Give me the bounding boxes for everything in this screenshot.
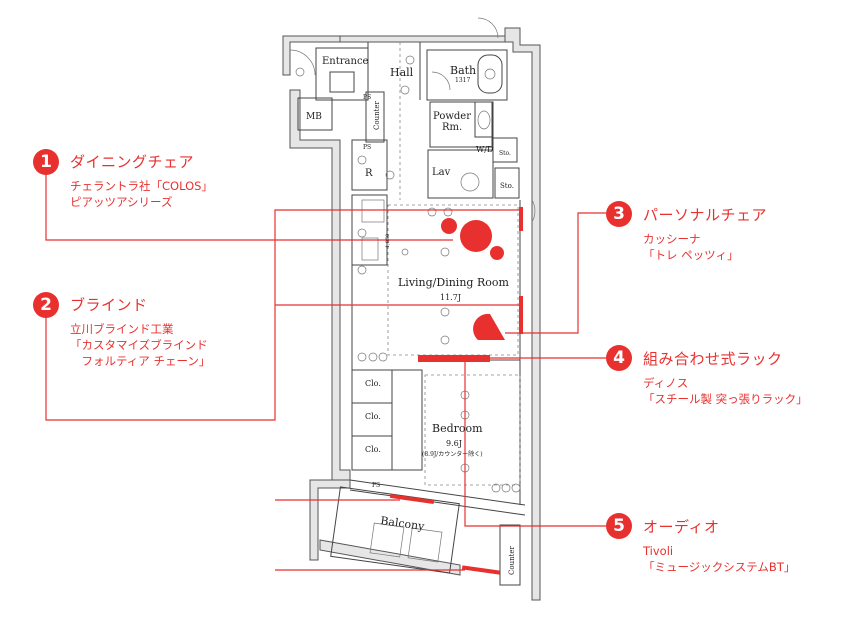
leader-1: [45, 168, 453, 241]
mb-box: [297, 97, 333, 131]
label-counter-2: Counter: [508, 545, 516, 575]
lav-box: [427, 149, 494, 199]
label-closet-1: Clo.: [365, 379, 381, 388]
wall-balcony-slab: [319, 539, 461, 576]
bath-box: [426, 49, 508, 101]
counter-box: [365, 91, 385, 143]
label-bath-size: 1317: [455, 77, 470, 84]
label-r: R: [365, 168, 373, 179]
label-powder-rm: Rm.: [442, 122, 462, 133]
fridge-box: [351, 139, 388, 191]
powder-room: [429, 101, 493, 148]
blind-mark-1: [519, 207, 523, 231]
callout-3-badge: 3: [606, 201, 632, 227]
blind-mark-2: [519, 296, 523, 334]
callout-3-title: パーソナルチェア: [643, 206, 768, 224]
outer-walls: [282, 27, 541, 601]
highlighted-items: [389, 207, 523, 575]
label-bedroom-size: 9.6J: [446, 439, 462, 448]
kitchen-box: [351, 194, 388, 266]
stove: [361, 199, 385, 223]
callout-1-title: ダイニングチェア: [70, 153, 195, 171]
leader-3: [505, 212, 606, 334]
label-sto-1: Sto.: [499, 150, 511, 157]
callout-1-badge: 1: [33, 149, 59, 175]
wall-left: [289, 89, 351, 481]
label-dimension: 1,850: [385, 234, 391, 248]
shoe-box: [329, 71, 355, 93]
dining-chair-mark-1: [441, 218, 457, 234]
label-wd: W/D: [476, 145, 493, 154]
blind-mark-3: [389, 493, 435, 505]
label-counter-1: Counter: [373, 100, 381, 130]
desk-block: [391, 369, 423, 471]
label-bath: Bath: [450, 64, 476, 77]
callout-1-desc: チェラントラ社「COLOS」 ピアッツアシリーズ: [70, 179, 213, 209]
label-bedroom-note: (8.9J/カウンター除く): [422, 450, 483, 458]
dining-chair-mark-2: [460, 220, 492, 252]
bedroom-area-outline: [424, 374, 521, 486]
label-sto-2: Sto.: [500, 182, 514, 190]
callout-4-badge: 4: [606, 345, 632, 371]
label-ps-3: PS: [372, 482, 380, 489]
callout-4-title: 組み合わせ式ラック: [643, 350, 783, 368]
callout-2-title: ブラインド: [70, 296, 148, 314]
callout-5-badge: 5: [606, 513, 632, 539]
label-powder: Powder: [433, 111, 471, 122]
label-balcony: Balcony: [380, 514, 426, 533]
label-ps-1: PS: [363, 94, 371, 101]
rack-mark: [418, 355, 490, 362]
callout-3-desc: カッシーナ 「トレ ペッツィ」: [643, 232, 739, 262]
label-entrance: Entrance: [322, 56, 369, 67]
label-closet-2: Clo.: [365, 412, 381, 421]
personal-chair-mark: [473, 313, 505, 340]
callout-2-badge: 2: [33, 292, 59, 318]
bathtub: [477, 54, 503, 94]
leader-5: [464, 362, 606, 527]
label-mb: MB: [306, 112, 322, 122]
sto-box: [494, 167, 520, 199]
room-labels: Entrance Hall Bath 1317 MB PS PS PS Coun…: [306, 56, 516, 575]
label-ps-2: PS: [363, 144, 371, 151]
label-bedroom: Bedroom: [432, 422, 483, 435]
leader-2: [45, 209, 520, 421]
wall-top: [339, 35, 506, 43]
label-hall: Hall: [390, 66, 414, 79]
callout-2-desc: 立川ブラインド工業 「カスタマイズブラインド フォルティア チェーン」: [70, 322, 211, 368]
label-living: Living/Dining Room: [398, 276, 509, 289]
callout-4-desc: ディノス 「スチール製 突っ張りラック」: [643, 376, 808, 406]
callout-5-desc: Tivoli 「ミュージックシステムBT」: [643, 544, 796, 574]
counter-box-2: [499, 524, 521, 586]
blind-mark-4: [461, 565, 501, 575]
dining-chair-mark-3: [490, 246, 504, 260]
wall-right: [504, 27, 541, 601]
sink: [361, 237, 379, 261]
toilet-box: [474, 101, 494, 138]
callout-5-title: オーディオ: [643, 518, 720, 536]
label-lav: Lav: [432, 167, 451, 178]
label-living-size: 11.7J: [440, 293, 461, 302]
label-closet-3: Clo.: [365, 445, 381, 454]
